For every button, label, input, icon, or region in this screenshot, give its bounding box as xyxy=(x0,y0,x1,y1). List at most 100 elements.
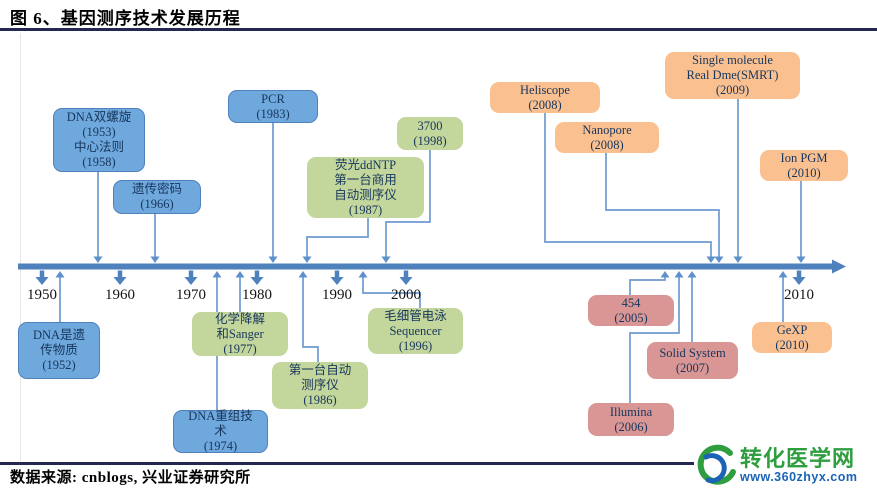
connector-arrowhead-dna-recombination xyxy=(212,271,222,278)
connector-arrowhead-first-auto-sequencer xyxy=(298,271,308,278)
decade-tick-arrow xyxy=(399,277,413,285)
event-box-heliscope: Heliscope(2008) xyxy=(490,82,600,113)
decade-tick-arrow xyxy=(184,277,198,285)
footer-rule xyxy=(0,462,694,465)
event-box-line: (1958) xyxy=(82,155,116,169)
event-box-line: (2006) xyxy=(614,419,648,434)
event-box-line: Single molecule xyxy=(692,53,773,67)
axis-year-label: 2010 xyxy=(784,287,814,303)
event-box-first-auto-sequencer: 第一台自动测序仪(1986) xyxy=(272,362,368,409)
axis-year-label: 2000 xyxy=(391,287,421,303)
connector-arrowhead-fluorescent-ddntp xyxy=(302,256,312,263)
event-box-seq-454: 454(2005) xyxy=(588,295,674,326)
event-box-line: 荧光ddNTP xyxy=(334,157,397,172)
event-box-solid-system: Solid System(2007) xyxy=(647,342,738,379)
event-box-line: (1953) xyxy=(82,125,116,139)
event-box-line: (2009) xyxy=(715,83,750,97)
event-box-line: 术 xyxy=(214,424,227,438)
connector-arrowhead-ion-pgm xyxy=(796,256,806,263)
data-source-text: 数据来源: cnblogs, 兴业证券研究所 xyxy=(10,470,251,486)
axis-year-label: 1970 xyxy=(176,287,206,303)
event-box-abi-3700: 3700(1998) xyxy=(397,117,463,150)
event-box-line: 第一台自动 xyxy=(288,363,352,377)
event-box-line: 化学降解 xyxy=(214,311,265,326)
event-box-line: (1952) xyxy=(42,358,76,372)
event-box-line: 和Sanger xyxy=(216,326,264,341)
connector-arrowhead-smrt xyxy=(733,256,743,263)
event-box-line: (2007) xyxy=(675,360,710,375)
watermark-text: 转化医学网 www.360zhyx.com xyxy=(740,445,858,485)
event-box-line: Illumina xyxy=(609,404,653,419)
event-box-ion-pgm: Ion PGM(2010) xyxy=(760,150,848,181)
connector-arrowhead-nanopore xyxy=(714,256,724,263)
event-box-line: (1974) xyxy=(203,439,238,453)
connector-arrowhead-capillary-electrophoresis xyxy=(358,271,368,278)
axis-year-label: 1980 xyxy=(242,287,272,303)
event-box-line: (1987) xyxy=(348,202,383,217)
event-box-line: (1996) xyxy=(398,338,433,353)
connector-arrowhead-illumina xyxy=(674,271,684,278)
event-box-line: (1998) xyxy=(413,133,447,148)
event-box-line: DNA重组技 xyxy=(188,409,253,423)
connector-arrowhead-heliscope xyxy=(706,256,716,263)
event-box-line: 3700 xyxy=(417,118,443,133)
connector-nanopore xyxy=(605,153,720,257)
event-box-line: (1983) xyxy=(256,106,290,121)
event-box-line: (1986) xyxy=(303,393,337,407)
event-box-line: 自动测序仪 xyxy=(334,187,397,202)
event-box-line: 遗传密码 xyxy=(131,182,182,196)
event-box-line: (1977) xyxy=(223,341,257,356)
event-box-line: (2010) xyxy=(787,165,821,180)
event-box-line: GeXP xyxy=(776,322,808,337)
connector-arrowhead-dna-double-helix xyxy=(93,256,103,263)
event-box-pcr: PCR(1983) xyxy=(228,90,318,123)
connector-arrowhead-abi-3700 xyxy=(381,256,391,263)
watermark-site-name: 转化医学网 xyxy=(740,445,856,471)
event-box-line: Heliscope xyxy=(520,82,570,97)
decade-tick-arrow xyxy=(35,277,49,285)
event-box-line: 测序仪 xyxy=(301,378,339,392)
connector-fluorescent-ddntp xyxy=(306,218,369,257)
decade-tick-arrow xyxy=(792,277,806,285)
event-box-dna-recombination: DNA重组技术(1974) xyxy=(173,409,268,453)
axis-year-label: 1950 xyxy=(27,287,57,303)
connector-first-auto-sequencer xyxy=(302,277,319,362)
event-box-gexp: GeXP(2010) xyxy=(752,322,832,353)
connector-arrowhead-seq-454 xyxy=(660,271,670,278)
axis-year-label: 1960 xyxy=(105,287,135,303)
event-box-dna-double-helix: DNA双螺旋(1953)中心法则(1958) xyxy=(53,108,145,172)
event-box-illumina: Illumina(2006) xyxy=(588,403,674,436)
event-box-line: Ion PGM xyxy=(780,150,828,165)
connector-seq-454 xyxy=(629,277,666,295)
event-box-line: (2010) xyxy=(775,337,809,352)
event-box-line: (2008) xyxy=(528,97,562,112)
connector-arrowhead-chem-degradation-sanger xyxy=(235,271,245,278)
connector-arrowhead-solid-system xyxy=(687,271,697,278)
event-box-line: PCR xyxy=(261,91,285,106)
watermark: 转化医学网 www.360zhyx.com xyxy=(694,442,874,490)
event-box-genetic-code: 遗传密码(1966) xyxy=(113,180,201,214)
event-box-line: (2008) xyxy=(590,137,624,152)
event-box-line: Real Dme(SMRT) xyxy=(686,68,779,82)
event-box-line: Solid System xyxy=(659,345,726,360)
event-box-line: (2005) xyxy=(614,310,648,325)
plot-left-edge xyxy=(20,33,21,461)
event-box-line: DNA是遗 xyxy=(32,328,86,342)
title-underline xyxy=(0,28,877,31)
axis-year-label: 1990 xyxy=(322,287,352,303)
decade-tick-arrow xyxy=(330,277,344,285)
decade-tick-arrow xyxy=(113,277,127,285)
figure-title: 图 6、基因测序技术发展历程 xyxy=(10,9,241,28)
connector-arrowhead-dna-genetic-material xyxy=(55,271,65,278)
connector-arrowhead-gexp xyxy=(778,271,788,278)
watermark-site-url: www.360zhyx.com xyxy=(740,469,858,484)
event-box-nanopore: Nanopore(2008) xyxy=(555,122,659,153)
event-box-line: Nanopore xyxy=(582,122,632,137)
event-box-line: 毛细管电泳 xyxy=(384,308,447,323)
event-box-dna-genetic-material: DNA是遗传物质(1952) xyxy=(18,322,100,379)
